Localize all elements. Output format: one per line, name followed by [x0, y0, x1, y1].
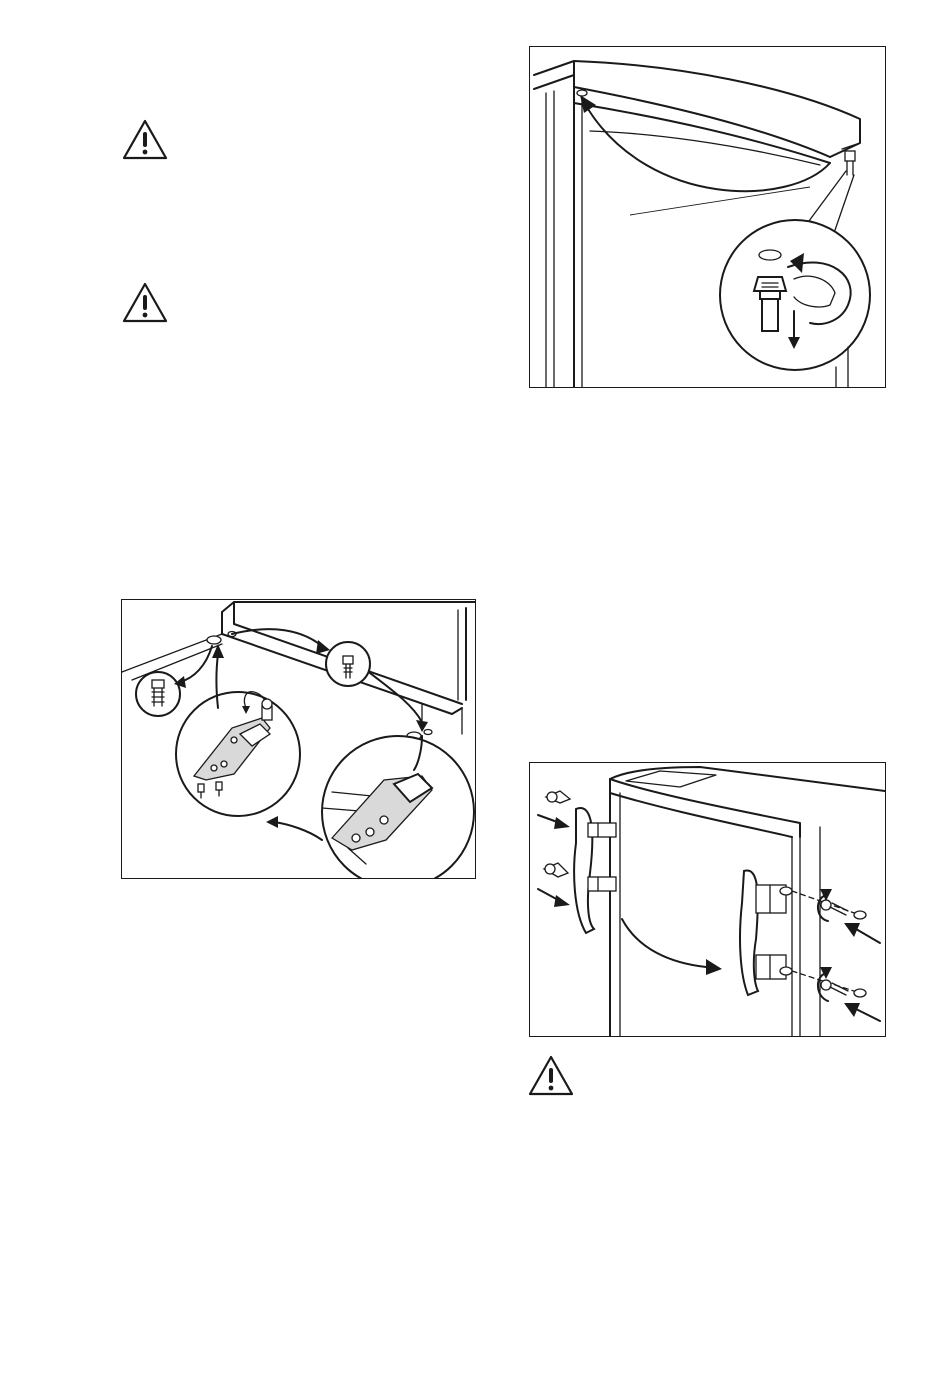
- hinge-pin-removal-illustration: [530, 47, 885, 387]
- bottom-hinge-relocation-illustration: [122, 600, 475, 878]
- figure-bottom-hinge-transfer: [121, 599, 476, 879]
- warning-triangle-icon: [527, 1054, 575, 1098]
- figure-handle-relocation: [529, 762, 886, 1037]
- warning-triangle-icon: [121, 118, 169, 162]
- warning-triangle-icon: [121, 281, 169, 325]
- figure-top-hinge-pin: [529, 46, 886, 388]
- door-handle-relocation-illustration: [530, 763, 885, 1036]
